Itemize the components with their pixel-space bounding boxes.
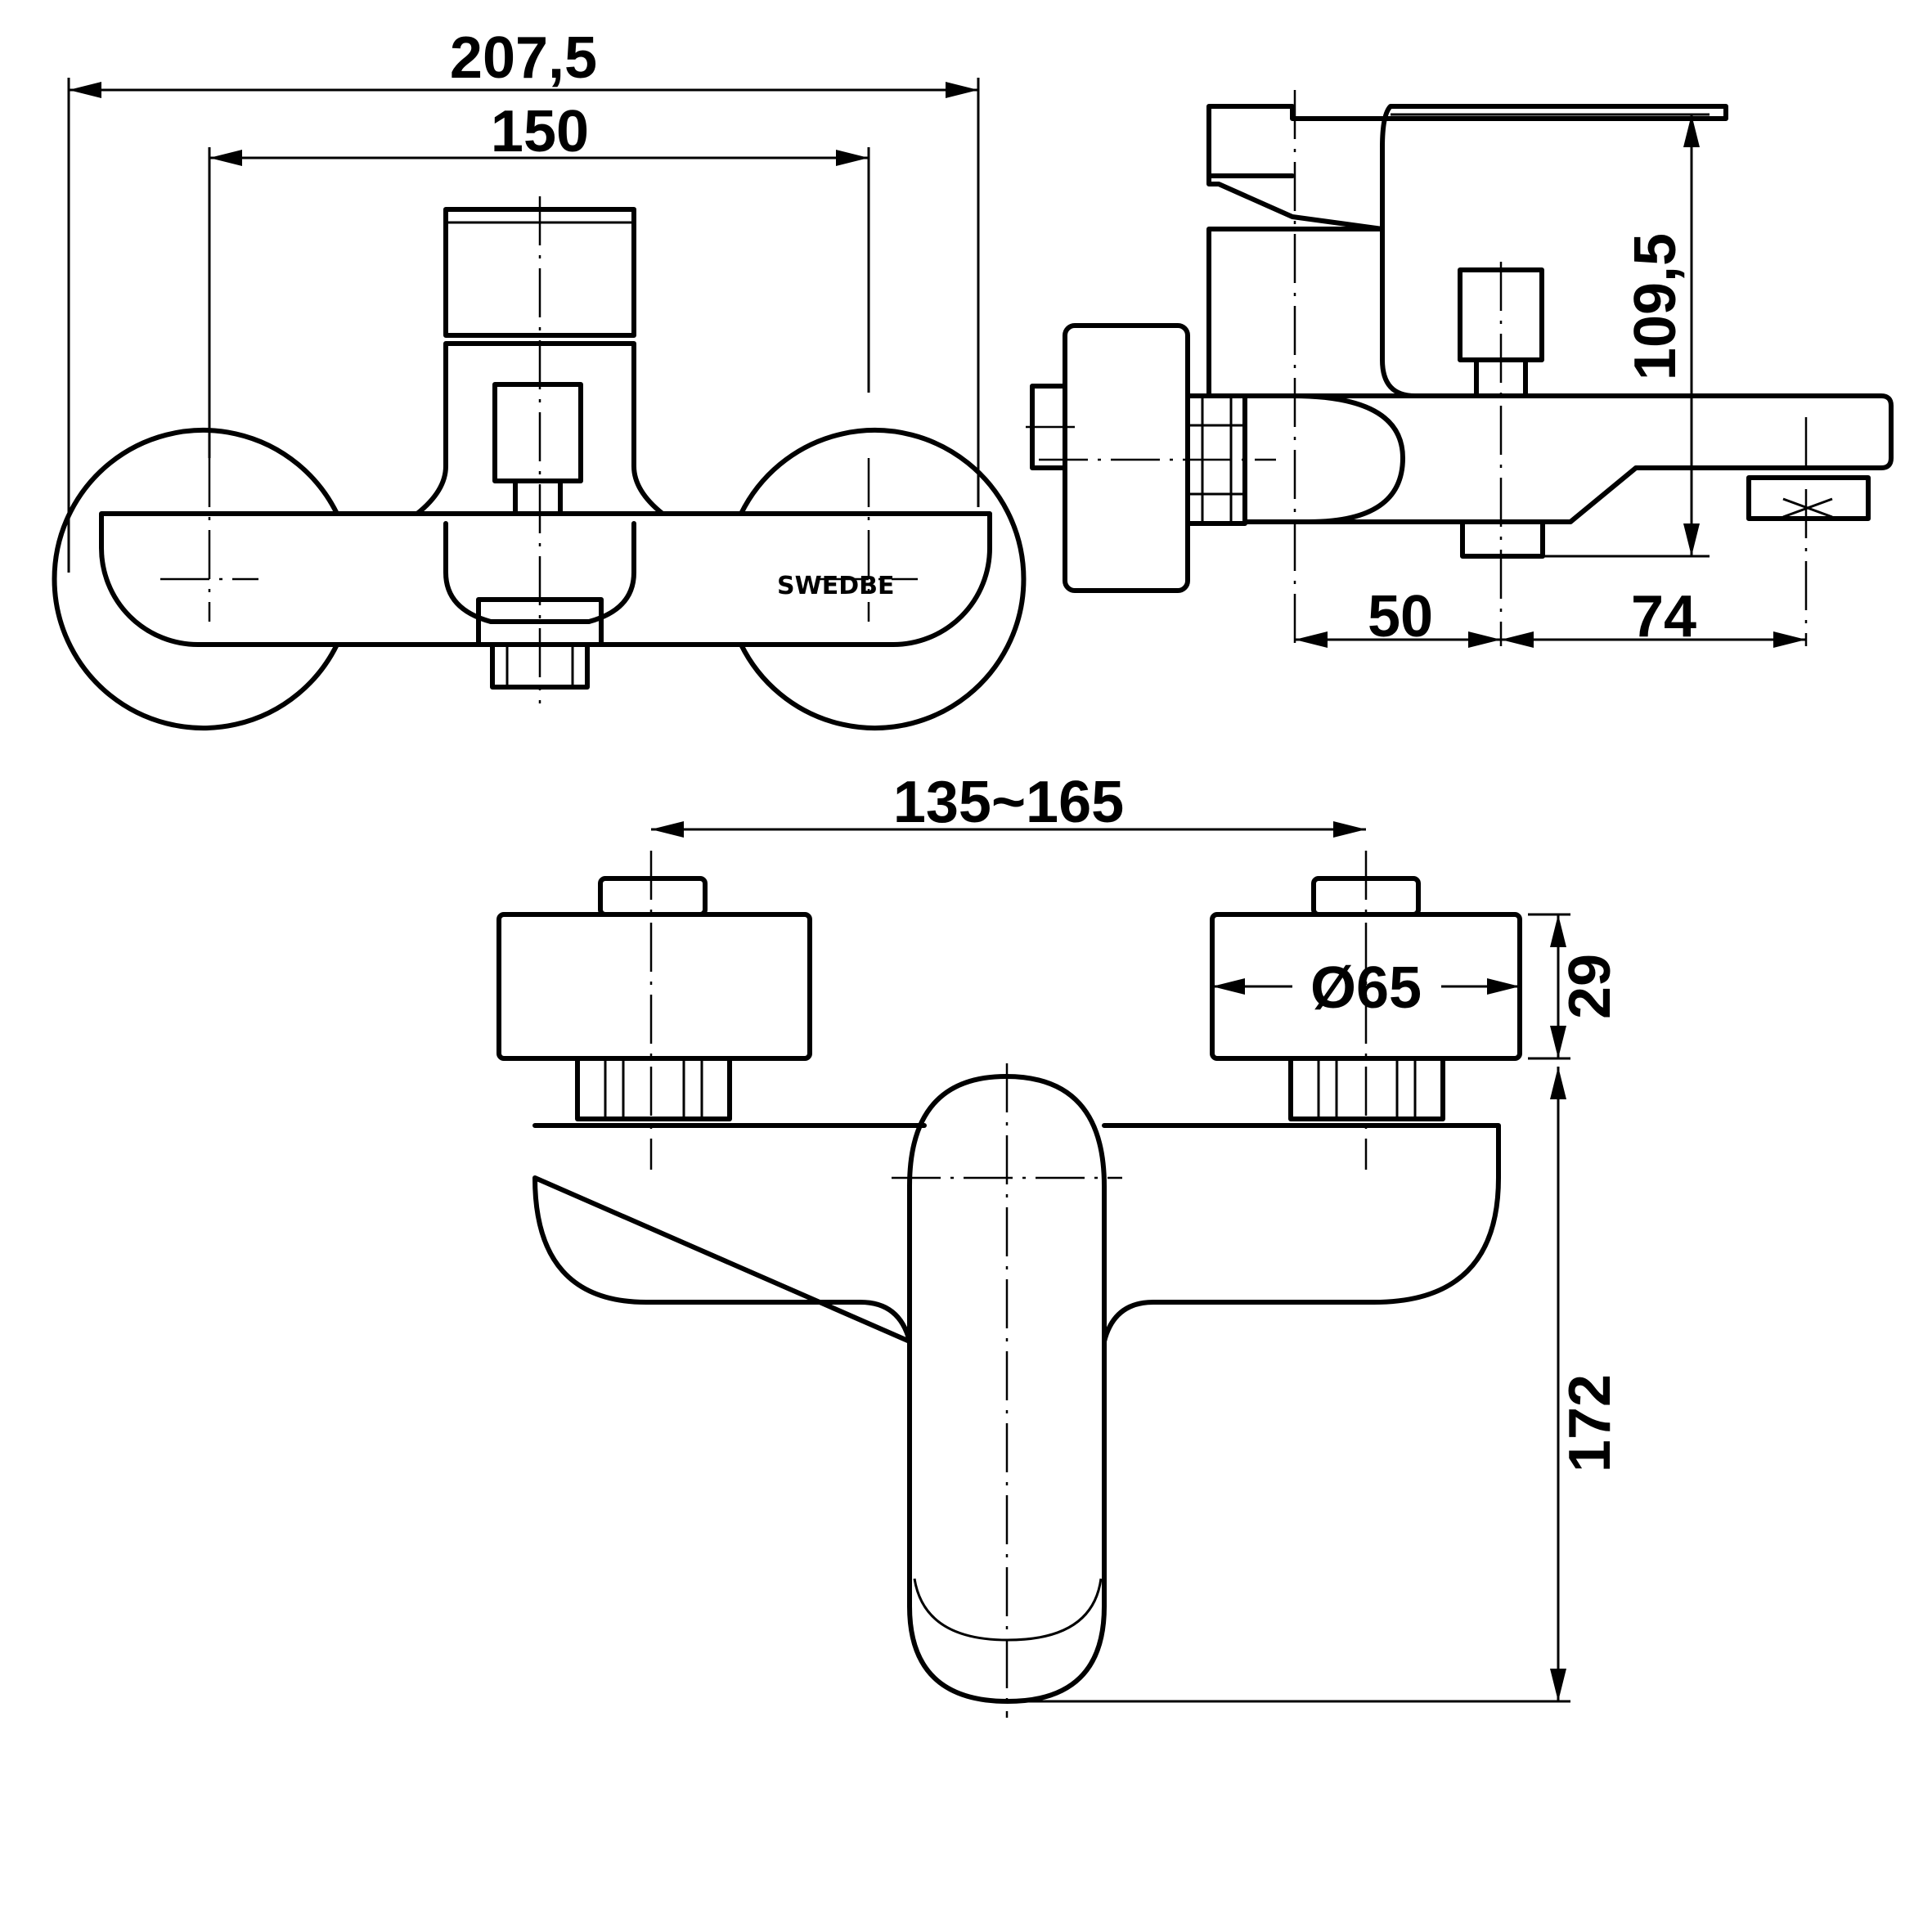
- projection-label: 172: [1557, 1374, 1623, 1472]
- overall-width-label: 207,5: [450, 25, 597, 91]
- side-column: [1206, 227, 1418, 398]
- side-body-curve: [1242, 393, 1405, 524]
- side-flange: [1063, 323, 1190, 593]
- brand-label: SWEDBE: [777, 572, 894, 600]
- wall-to-inlet-label: 50: [1368, 584, 1433, 649]
- eccentric-spacing-label: 150: [491, 99, 589, 164]
- top-view: [496, 851, 1522, 1718]
- front-view: SWEDBE: [52, 196, 1027, 730]
- side-lever: [1206, 104, 1728, 231]
- flange-diameter-label: Ø65: [1310, 955, 1422, 1021]
- right-flange-outline: [739, 428, 1027, 730]
- height-label: 109,5: [1623, 233, 1688, 380]
- left-hex-nut: [575, 1056, 732, 1121]
- outlet-housing: [443, 521, 636, 624]
- mixer-body: [99, 511, 992, 647]
- top-dimensions: 135~165 Ø65 29 172: [651, 770, 1623, 1703]
- inlet-to-spout-label: 74: [1631, 584, 1696, 649]
- right-hex-nut: [1288, 1056, 1445, 1121]
- side-body-spout: [1242, 393, 1894, 524]
- top-lever: [907, 1074, 1107, 1704]
- left-flange-outline: [52, 428, 339, 730]
- connection-range-label: 135~165: [893, 770, 1124, 835]
- side-lower-outlet: [1460, 519, 1545, 559]
- left-flange: [496, 912, 812, 1061]
- flange-depth-label: 29: [1557, 954, 1623, 1019]
- side-dimensions: 109,5 50 74: [1295, 113, 1806, 649]
- front-dimensions: 207,5 150: [67, 25, 980, 573]
- diverter-stem: [513, 479, 563, 516]
- left-inlet-cap: [598, 876, 708, 917]
- side-aerator: [1746, 475, 1871, 521]
- diverter-knob: [492, 382, 583, 483]
- side-view: [1026, 90, 1894, 646]
- top-body: [532, 1123, 1501, 1344]
